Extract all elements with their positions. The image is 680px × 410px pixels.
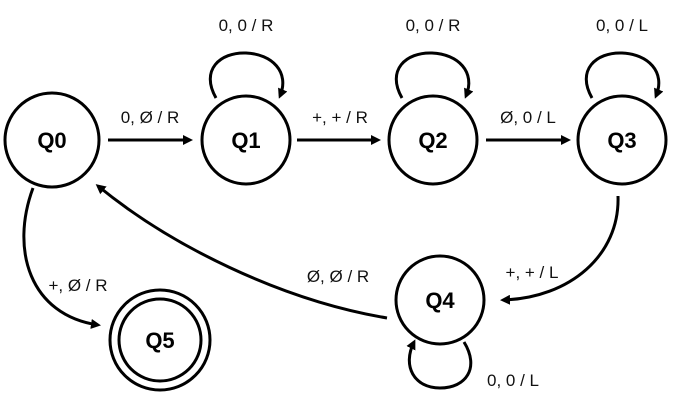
loop-q2 xyxy=(394,51,474,99)
state-q0: Q0 xyxy=(3,91,101,189)
loop-q1-label: 0, 0 / R xyxy=(219,16,274,35)
state-q2: Q2 xyxy=(387,94,479,186)
loop-q1 xyxy=(208,51,288,99)
loop-q4-label: 0, 0 / L xyxy=(487,371,539,390)
edge-q2-q3-label: Ø, 0 / L xyxy=(500,108,556,127)
edge-q0-q1-label: 0, Ø / R xyxy=(121,108,180,127)
state-q4: Q4 xyxy=(394,254,486,346)
edge-q4-q0-label: Ø, Ø / R xyxy=(307,267,369,286)
state-q3: Q3 xyxy=(576,94,668,186)
edge-q0-q5-label: +, Ø / R xyxy=(48,276,107,295)
edge-q3-q4-label: +, + / L xyxy=(506,263,559,282)
state-q1-label: Q1 xyxy=(231,128,260,153)
loop-q4 xyxy=(406,339,473,390)
edge-q4-q0 xyxy=(95,184,388,320)
state-q5: Q5 xyxy=(108,288,212,392)
edge-q1-q2-label: +, + / R xyxy=(312,108,368,127)
edge-q0-q5 xyxy=(22,187,101,329)
state-q0-label: Q0 xyxy=(37,128,66,153)
state-q5-label: Q5 xyxy=(145,328,174,353)
state-q4-label: Q4 xyxy=(425,288,455,313)
state-q2-label: Q2 xyxy=(418,128,447,153)
loop-q2-label: 0, 0 / R xyxy=(406,16,461,35)
state-q3-label: Q3 xyxy=(607,128,636,153)
loop-q3-label: 0, 0 / L xyxy=(596,16,648,35)
edge-q3-q4 xyxy=(500,195,620,305)
state-q1: Q1 xyxy=(200,94,292,186)
loop-q3 xyxy=(584,51,664,99)
